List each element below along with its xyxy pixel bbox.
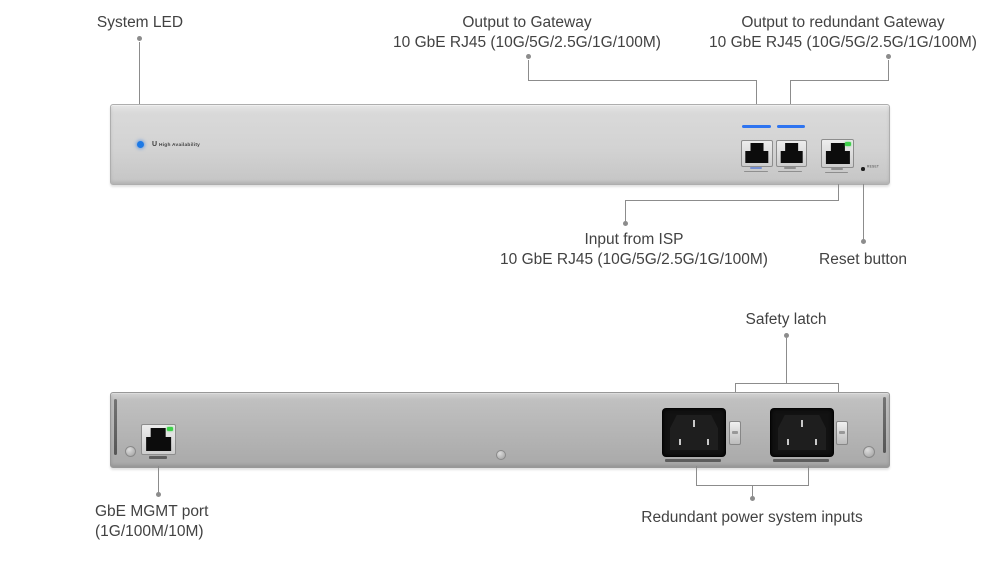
vent-slot-right bbox=[883, 397, 886, 453]
power-inlet-1 bbox=[663, 409, 725, 456]
callout-label-output-gateway: Output to Gateway 10 GbE RJ45 (10G/5G/2.… bbox=[377, 13, 677, 53]
callout-label-system-led: System LED bbox=[40, 13, 240, 33]
port1-micro-label bbox=[750, 167, 762, 169]
rj45-port-gateway-2 bbox=[776, 140, 807, 167]
safety-latch-2 bbox=[836, 421, 848, 445]
port1-accent-bar bbox=[742, 125, 771, 128]
callout-dot bbox=[861, 239, 866, 244]
callout-text: 10 GbE RJ45 (10G/5G/2.5G/1G/100M) bbox=[709, 34, 977, 51]
rj45-jack-icon bbox=[145, 436, 172, 451]
brand-badge: U High Availability bbox=[152, 140, 210, 149]
power-pin-icon bbox=[787, 439, 790, 445]
callout-text: Output to Gateway bbox=[462, 14, 592, 31]
callout-text: 10 GbE RJ45 (10G/5G/2.5G/1G/100M) bbox=[393, 34, 661, 51]
power-inlet-2 bbox=[771, 409, 833, 456]
callout-dot bbox=[750, 496, 755, 501]
screw-icon bbox=[863, 446, 875, 458]
port2-micro-label bbox=[784, 167, 796, 169]
callout-line bbox=[808, 466, 809, 486]
brand-label: High Availability bbox=[159, 142, 201, 147]
callout-line bbox=[863, 184, 864, 240]
power-pin-icon bbox=[801, 420, 803, 427]
mgmt-micro-label bbox=[149, 456, 167, 459]
rj45-jack-icon bbox=[745, 150, 769, 163]
power-rating-micro-label bbox=[665, 459, 721, 462]
mgmt-link-led bbox=[167, 427, 173, 431]
callout-text: Input from ISP bbox=[584, 231, 684, 248]
callout-line bbox=[696, 466, 697, 486]
callout-text: GbE MGMT port bbox=[95, 503, 209, 520]
rj45-jack-icon bbox=[825, 150, 850, 164]
callout-dot bbox=[137, 36, 142, 41]
wan-link-led bbox=[845, 142, 851, 146]
callout-line bbox=[888, 60, 889, 80]
power-pin-icon bbox=[679, 439, 682, 445]
rj45-jack-icon bbox=[780, 150, 803, 163]
callout-line bbox=[790, 80, 791, 105]
system-led bbox=[137, 141, 144, 148]
port2-micro-caption bbox=[778, 170, 802, 172]
vent-slot-left bbox=[114, 399, 117, 455]
power-pin-icon bbox=[693, 420, 695, 427]
port1-micro-caption bbox=[744, 170, 768, 172]
gateway-rear-panel bbox=[110, 392, 890, 468]
callout-label-output-redundant-gateway: Output to redundant Gateway 10 GbE RJ45 … bbox=[693, 13, 993, 53]
callout-line bbox=[625, 200, 626, 222]
callout-label-reset-button: Reset button bbox=[763, 250, 963, 270]
callout-line bbox=[528, 80, 757, 81]
screw-icon bbox=[125, 446, 136, 457]
callout-line bbox=[756, 80, 757, 105]
callout-text: Safety latch bbox=[745, 311, 827, 328]
wan-micro-caption bbox=[825, 171, 848, 173]
callout-dot bbox=[784, 333, 789, 338]
callout-line bbox=[752, 485, 753, 498]
callout-line bbox=[139, 42, 140, 136]
callout-label-safety-latch: Safety latch bbox=[686, 310, 886, 330]
callout-label-redundant-power: Redundant power system inputs bbox=[602, 508, 902, 528]
rj45-port-mgmt bbox=[141, 424, 176, 455]
callout-line bbox=[528, 60, 529, 80]
reset-button bbox=[861, 167, 865, 171]
callout-text: System LED bbox=[96, 14, 184, 31]
callout-line bbox=[838, 184, 839, 201]
callout-text: 10 GbE RJ45 (10G/5G/2.5G/1G/100M) bbox=[500, 251, 768, 268]
callout-label-mgmt-port: GbE MGMT port (1G/100M/10M) bbox=[95, 502, 335, 542]
callout-label-input-isp: Input from ISP 10 GbE RJ45 (10G/5G/2.5G/… bbox=[484, 230, 784, 270]
callout-dot bbox=[156, 492, 161, 497]
power-pin-icon bbox=[814, 439, 817, 445]
power-pin-icon bbox=[706, 439, 709, 445]
gateway-front-panel: U High Availability RESET bbox=[110, 104, 890, 185]
power-rating-micro-label bbox=[773, 459, 829, 462]
reset-micro-label: RESET bbox=[867, 165, 880, 169]
callout-line bbox=[790, 80, 889, 81]
rj45-port-gateway-1 bbox=[741, 140, 773, 167]
screw-icon bbox=[496, 450, 506, 460]
port2-accent-bar bbox=[777, 125, 805, 128]
callout-text: Redundant power system inputs bbox=[641, 509, 863, 526]
callout-dot bbox=[526, 54, 531, 59]
safety-latch-1 bbox=[729, 421, 741, 445]
callout-line bbox=[158, 466, 159, 493]
callout-text: Reset button bbox=[819, 251, 907, 268]
callout-dot bbox=[623, 221, 628, 226]
ubiquiti-logo-icon: U bbox=[152, 141, 158, 148]
callout-text: (1G/100M/10M) bbox=[95, 523, 204, 540]
callout-line bbox=[735, 383, 839, 384]
callout-text: Output to redundant Gateway bbox=[741, 14, 945, 31]
callout-line bbox=[625, 200, 839, 201]
callout-line bbox=[786, 338, 787, 383]
rj45-port-wan bbox=[821, 139, 854, 168]
callout-dot bbox=[886, 54, 891, 59]
wan-micro-label bbox=[831, 168, 843, 170]
